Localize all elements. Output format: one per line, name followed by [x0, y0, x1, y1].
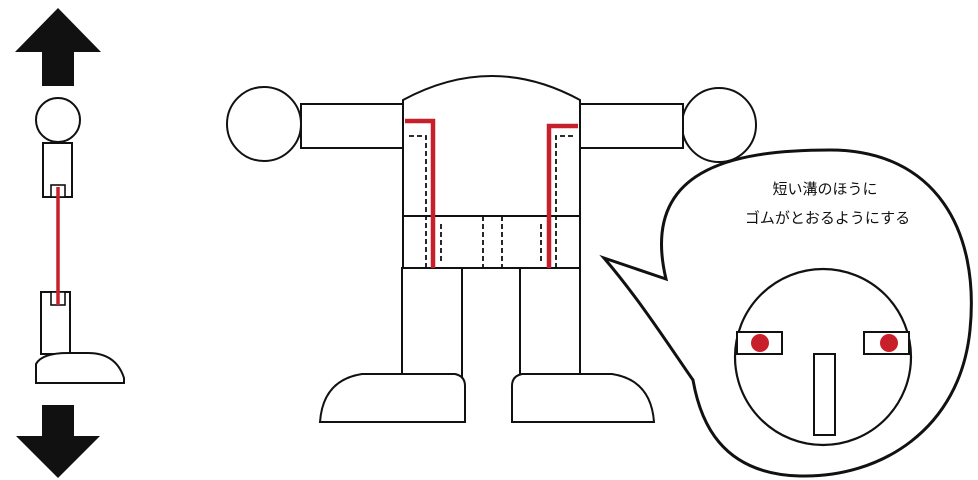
torso-grooves — [409, 135, 573, 268]
side-head — [35, 97, 81, 143]
right-rubber-band — [546, 123, 578, 268]
left-groove — [409, 135, 427, 268]
right-hand — [681, 87, 757, 163]
left-leg — [401, 267, 463, 384]
side-foot — [35, 352, 125, 384]
detail-right-hole — [880, 334, 898, 352]
right-leg — [519, 267, 581, 384]
torso — [402, 75, 581, 269]
callout-text-line1: 短い溝のほうに — [772, 180, 878, 198]
right-foot — [511, 373, 656, 423]
robot-front-view — [226, 75, 757, 423]
callout-bubble — [599, 148, 973, 478]
arrow-up-icon — [15, 8, 101, 86]
detail-center-slot — [813, 353, 836, 436]
side-view — [15, 8, 125, 478]
right-arm — [578, 103, 684, 149]
rubber-bands — [405, 118, 578, 268]
callout-text-line2: ゴムがとおるようにする — [744, 209, 911, 227]
right-groove — [555, 135, 573, 268]
arrow-down-icon — [16, 405, 100, 478]
left-arm — [300, 103, 406, 149]
left-hand — [226, 86, 302, 162]
left-foot — [318, 373, 466, 423]
left-rubber-band — [405, 118, 436, 268]
detail-left-hole — [751, 334, 769, 352]
